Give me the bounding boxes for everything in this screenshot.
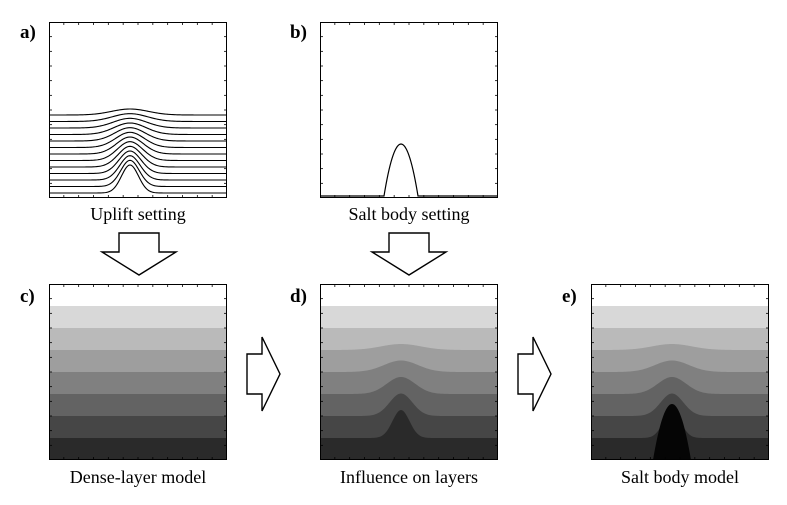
uplift-curve: [49, 108, 227, 116]
panel-label-b: b): [290, 22, 307, 43]
uplift-curve: [49, 131, 227, 149]
tick-marks: [49, 284, 227, 460]
panel-label-e: e): [562, 286, 577, 307]
down-arrow-icon: [369, 232, 449, 276]
uplift-setting-plot: [49, 22, 227, 198]
uplift-curve: [49, 113, 227, 123]
uplift-curve: [49, 155, 227, 181]
tick-marks: [49, 22, 227, 198]
uplift-curve: [49, 127, 227, 142]
layer-band: [320, 328, 498, 351]
plot-frame: [320, 22, 498, 198]
tick-marks: [591, 284, 769, 460]
layer-band: [49, 394, 227, 417]
layer-band: [49, 372, 227, 395]
layer-band: [49, 306, 227, 329]
layer-band: [591, 306, 769, 329]
influence-on-layers-plot: [320, 284, 498, 460]
right-arrow-icon: [246, 336, 281, 412]
panel-label-d: d): [290, 286, 307, 307]
layer-band: [49, 416, 227, 439]
layer-band: [320, 306, 498, 329]
dense-layer-model-plot: [49, 284, 227, 460]
layer-band: [49, 350, 227, 373]
uplift-curve: [49, 117, 227, 129]
caption-salt-body-setting: Salt body setting: [348, 204, 470, 224]
layer-band: [591, 284, 769, 307]
uplift-curve: [49, 141, 227, 162]
salt-body-setting-plot: [320, 22, 498, 198]
uplift-curve: [49, 164, 227, 194]
layer-band: [49, 438, 227, 460]
caption-influence-on-layers: Influence on layers: [340, 467, 478, 487]
uplift-curve: [49, 145, 227, 168]
layer-band: [49, 328, 227, 351]
tick-marks: [320, 22, 498, 198]
uplift-curve: [49, 122, 227, 136]
layer-band: [49, 284, 227, 307]
salt-body-outline: [320, 143, 498, 197]
down-arrow-icon: [99, 232, 179, 276]
uplift-curve: [49, 150, 227, 175]
layer-band: [320, 284, 498, 307]
right-arrow-icon: [517, 336, 552, 412]
caption-uplift-setting: Uplift setting: [90, 204, 186, 224]
tick-marks: [320, 284, 498, 460]
caption-salt-body-model: Salt body model: [621, 467, 739, 487]
uplift-curve: [49, 159, 227, 188]
salt-body: [653, 404, 691, 460]
layer-band: [591, 328, 769, 351]
layer-band: [320, 410, 498, 460]
uplift-curve: [49, 136, 227, 155]
caption-dense-layer-model: Dense-layer model: [69, 467, 207, 487]
salt-body-model-plot: [591, 284, 769, 460]
panel-label-c: c): [20, 286, 35, 307]
panel-label-a: a): [20, 22, 36, 43]
